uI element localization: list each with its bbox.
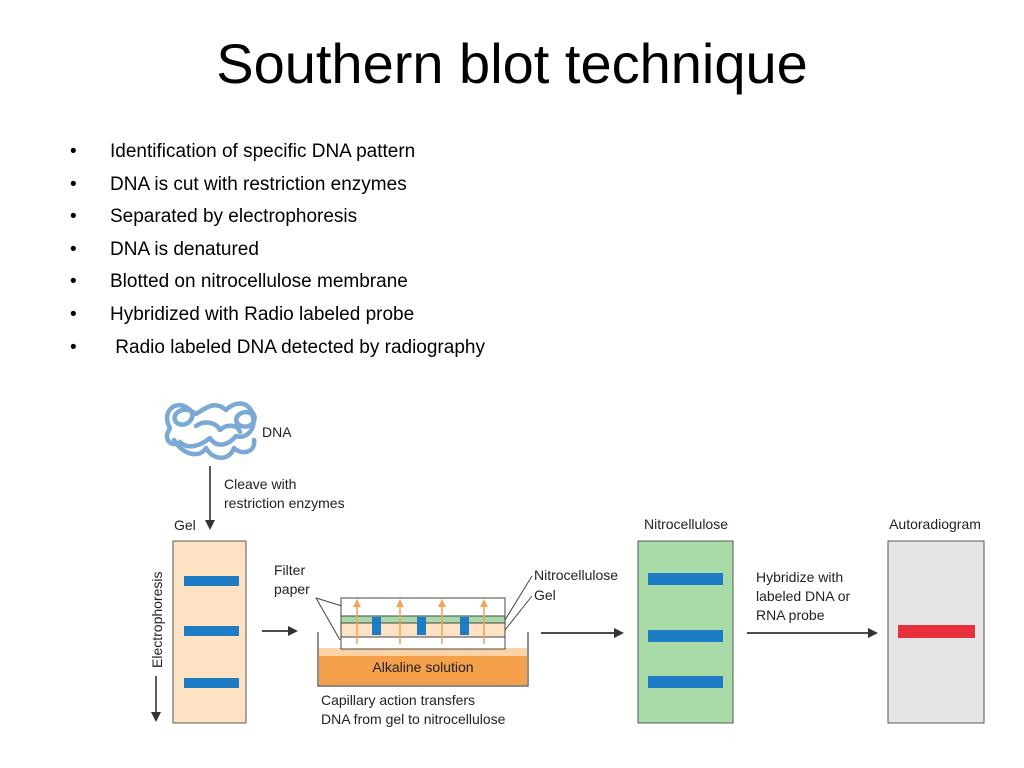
filter-paper-pointer — [315, 597, 343, 607]
stack-gel-label: Gel — [534, 587, 556, 603]
stack-nitrocellulose-label: Nitrocellulose — [534, 567, 618, 583]
hybridize-label: RNA probe — [756, 607, 825, 623]
cleave-label: Cleave with — [224, 476, 296, 492]
bullet-dot: • — [70, 206, 77, 228]
autoradiogram-title: Autoradiogram — [889, 516, 981, 532]
bullet-item: • DNA is denatured — [68, 234, 485, 267]
hybridize-label: Hybridize with — [756, 569, 843, 585]
gel-band — [184, 576, 239, 586]
dna-strand-icon — [164, 401, 257, 460]
bullet-text: DNA is cut with restriction enzymes — [110, 173, 407, 195]
slide-title: Southern blot technique — [216, 32, 808, 95]
filter-paper-label: Filter — [274, 562, 305, 578]
gel-pointer — [504, 595, 533, 631]
bullet-text: DNA is denatured — [110, 238, 259, 260]
capillary-arrows — [353, 599, 488, 644]
nitro-band — [648, 676, 723, 688]
bullet-dot: • — [70, 336, 77, 358]
bullet-item: • Hybridized with Radio labeled probe — [68, 299, 485, 332]
alkaline-label: Alkaline solution — [372, 659, 473, 675]
nitro-pointer — [504, 575, 533, 621]
bullet-dot: • — [70, 271, 77, 293]
bullet-text: Blotted on nitrocellulose membrane — [110, 271, 408, 293]
gel-band — [184, 626, 239, 636]
filter-paper-label: paper — [274, 581, 310, 597]
filter-paper-pointer — [315, 597, 341, 641]
gel-label: Gel — [174, 517, 196, 533]
bullet-text: Separated by electrophoresis — [110, 206, 358, 228]
bullet-item: • Radio labeled DNA detected by radiogra… — [68, 332, 485, 365]
electrophoresis-label: Electrophoresis — [149, 572, 165, 669]
alkaline-solution-top — [319, 648, 527, 656]
autoradiogram-band — [898, 625, 975, 638]
bullet-dot: • — [70, 303, 77, 325]
bullet-text: Identification of specific DNA pattern — [110, 141, 416, 162]
bullet-list: •Identification of specific DNA pattern … — [68, 136, 485, 364]
gel-band — [184, 678, 239, 688]
stack-band — [460, 617, 469, 635]
solution-tray — [317, 632, 529, 687]
stack-band — [372, 617, 381, 635]
bullet-item: • Separated by electrophoresis — [68, 201, 485, 234]
bullet-item: • DNA is cut with restriction enzymes — [68, 169, 485, 202]
bullet-item: • Blotted on nitrocellulose membrane — [68, 266, 485, 299]
stack-band — [417, 617, 426, 635]
bullet-dot: • — [70, 238, 77, 260]
nitro-band — [648, 630, 723, 642]
nitro-band — [648, 573, 723, 585]
dna-label: DNA — [262, 424, 292, 440]
bullet-text: Hybridized with Radio labeled probe — [110, 303, 415, 325]
bullet-dot: • — [70, 141, 77, 162]
nitrocellulose-title: Nitrocellulose — [644, 516, 728, 532]
capillary-caption: DNA from gel to nitrocellulose — [321, 711, 506, 727]
bullet-item: • Identification of specific DNA pattern — [68, 136, 485, 169]
bullet-dot: • — [70, 173, 77, 195]
filter-paper-top — [340, 597, 506, 617]
hybridize-label: labeled DNA or — [756, 588, 851, 604]
capillary-caption: Capillary action transfers — [321, 692, 475, 708]
cleave-label: restriction enzymes — [224, 495, 345, 511]
filter-paper-bottom — [340, 636, 506, 650]
bullet-text: Radio labeled DNA detected by radiograph… — [110, 336, 485, 358]
